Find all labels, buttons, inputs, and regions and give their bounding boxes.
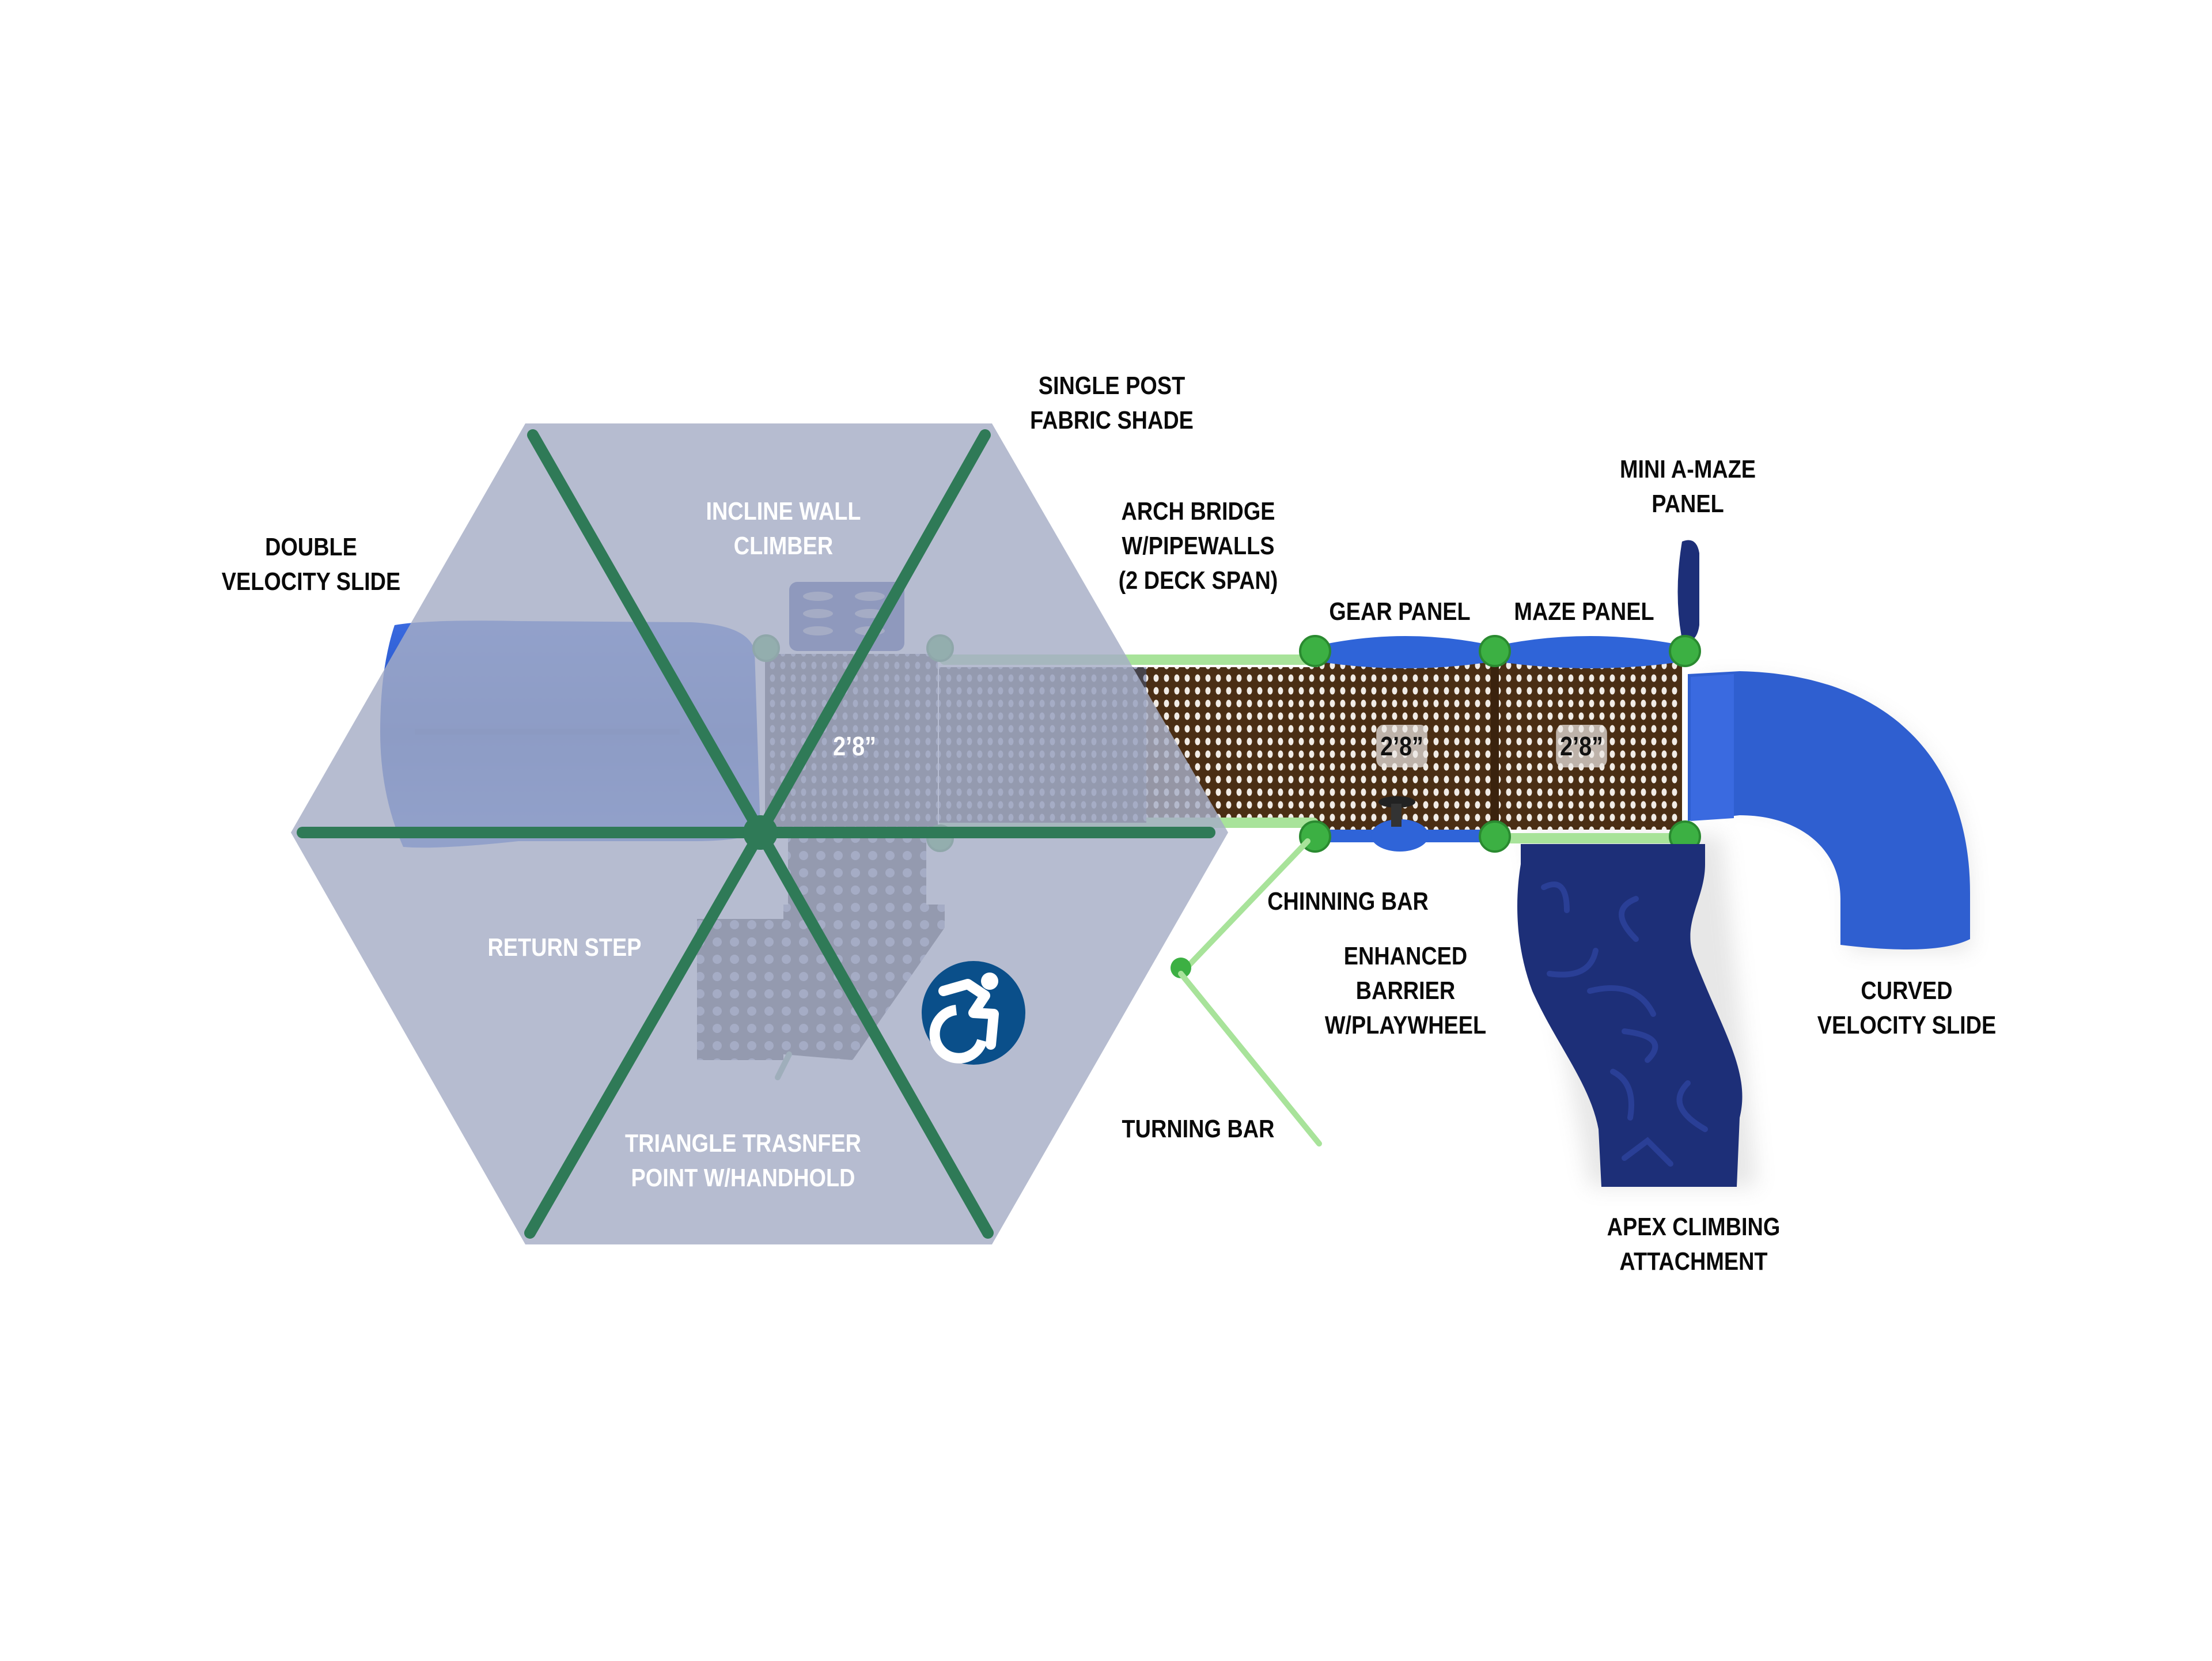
label-line: MAZE PANEL	[1514, 597, 1654, 626]
label-line: (2 DECK SPAN)	[1118, 566, 1278, 595]
chinning-bar-clamp	[1171, 958, 1191, 978]
label-chinning-bar: CHINNING BAR	[1249, 884, 1447, 919]
label-gear-panel: GEAR PANEL	[1306, 595, 1494, 629]
label-line: VELOCITY SLIDE	[221, 567, 401, 596]
label-arch-bridge: ARCH BRIDGE W/PIPEWALLS (2 DECK SPAN)	[1089, 494, 1307, 598]
label-line: DOUBLE	[265, 533, 357, 561]
deck-seam	[1491, 654, 1499, 830]
label-line: TRIANGLE TRASNFER	[625, 1129, 861, 1157]
label-incline-wall-climber: INCLINE WALL CLIMBER	[675, 494, 892, 563]
label-line: BARRIER	[1355, 977, 1456, 1005]
label-mini-a-maze-panel: MINI A-MAZE PANEL	[1589, 452, 1787, 521]
shade-arms	[297, 429, 1215, 1239]
deck-3-height: 2’8”	[1556, 725, 1607, 767]
label-line: VELOCITY SLIDE	[1817, 1011, 1997, 1039]
label-line: CURVED	[1861, 977, 1953, 1005]
label-curved-velocity-slide: CURVED VELOCITY SLIDE	[1793, 974, 2021, 1043]
label-line: SINGLE POST	[1038, 372, 1185, 400]
label-return-step: RETURN STEP	[465, 930, 664, 965]
label-apex-climbing-attachment: APEX CLIMBING ATTACHMENT	[1580, 1210, 1808, 1279]
accessible-wheelchair-icon	[922, 961, 1025, 1065]
label-line: PANEL	[1652, 490, 1724, 518]
enhanced-barrier-playwheel	[1325, 796, 1486, 852]
label-line: GEAR PANEL	[1329, 597, 1471, 626]
label-line: MINI A-MAZE	[1619, 455, 1756, 483]
deck-2-height: 2’8”	[1376, 725, 1427, 767]
label-enhanced-barrier: ENHANCED BARRIER W/PLAYWHEEL	[1306, 939, 1505, 1043]
label-line: APEX CLIMBING	[1607, 1213, 1781, 1241]
apex-climbing-attachment	[1517, 844, 1743, 1187]
label-line: ENHANCED	[1343, 942, 1468, 970]
label-line: CHINNING BAR	[1267, 887, 1429, 915]
label-line: W/PIPEWALLS	[1122, 532, 1275, 560]
label-line: W/PLAYWHEEL	[1324, 1011, 1487, 1039]
maze-panel	[1505, 636, 1676, 668]
label-triangle-transfer-point: TRIANGLE TRASNFER POINT W/HANDHOLD	[619, 1126, 867, 1195]
mini-a-maze-panel	[1677, 540, 1699, 641]
label-maze-panel: MAZE PANEL	[1490, 595, 1679, 629]
shade-center-post	[743, 815, 778, 850]
label-line: ARCH BRIDGE	[1121, 497, 1275, 525]
label-line: ATTACHMENT	[1619, 1247, 1768, 1276]
label-line: POINT W/HANDHOLD	[631, 1164, 855, 1192]
label-line: TURNING BAR	[1122, 1115, 1275, 1143]
label-line: FABRIC SHADE	[1030, 406, 1194, 434]
label-double-velocity-slide: DOUBLE VELOCITY SLIDE	[192, 530, 430, 599]
curved-velocity-slide	[1688, 671, 1970, 949]
label-single-post-fabric-shade: SINGLE POST FABRIC SHADE	[993, 369, 1231, 438]
turning-bar	[1178, 971, 1322, 1147]
label-line: RETURN STEP	[487, 933, 642, 962]
label-turning-bar: TURNING BAR	[1099, 1112, 1297, 1147]
deck-1-height: 2’8”	[833, 731, 876, 761]
label-line: CLIMBER	[733, 532, 834, 560]
label-line: INCLINE WALL	[706, 497, 861, 525]
gear-panel	[1325, 636, 1486, 668]
chinning-bar	[1178, 838, 1310, 977]
